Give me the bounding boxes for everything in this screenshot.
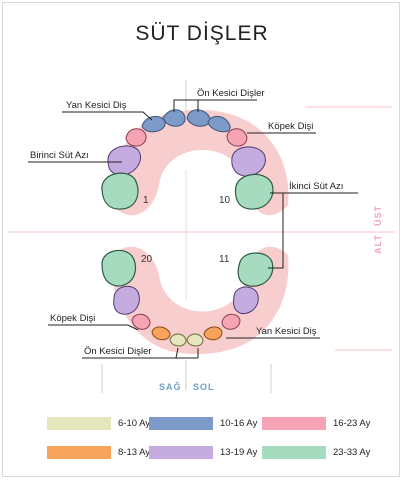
leader-ikinci-to-lower — [268, 193, 284, 269]
page-title: SÜT DİŞLER — [135, 22, 269, 45]
upper-first-molar-left — [231, 146, 266, 177]
upper-lateral-incisor-right — [141, 116, 166, 133]
label-birinci-sut-azi: Birinci Süt Azı — [30, 150, 89, 161]
upper-lateral-incisor-left — [207, 116, 231, 133]
quadrant-11: 11 — [219, 254, 230, 265]
leader-yan-kesici-upper — [62, 111, 153, 121]
label-yan-kesici-lower: Yan Kesici Diş — [256, 326, 317, 337]
legend-label-6: 23-33 Ay — [333, 447, 371, 458]
legend-swatch-3 — [262, 417, 326, 430]
lower-second-molar-left — [237, 252, 274, 287]
side-upper: ÜST — [373, 205, 383, 226]
lower-central-incisor-left — [186, 333, 204, 347]
legend-swatch-6 — [262, 446, 326, 459]
side-right: SAĞ — [159, 381, 182, 392]
legend-swatch-5 — [149, 446, 213, 459]
legend-swatch-4 — [47, 446, 111, 459]
label-on-kesici-upper: Ön Kesici Dişler — [197, 88, 265, 99]
legend-label-3: 16-23 Ay — [333, 418, 371, 429]
legend-label-4: 8-13 Ay — [118, 447, 151, 458]
lower-first-molar-left — [233, 286, 259, 315]
label-kopek-upper: Köpek Dişi — [268, 121, 313, 132]
leader-on-kesici-upper — [173, 99, 257, 112]
side-left: SOL — [193, 382, 215, 392]
upper-second-molar-left — [234, 173, 274, 210]
label-ikinci-sut-azi: İkinci Süt Azı — [289, 181, 343, 192]
upper-second-molar-right — [101, 172, 139, 210]
side-lower: ALT — [373, 234, 383, 254]
quadrant-1: 1 — [143, 195, 149, 206]
lower-second-molar-right — [101, 249, 137, 287]
legend-label-5: 13-19 Ay — [220, 447, 258, 458]
quadrant-20: 20 — [141, 254, 153, 265]
lower-lateral-incisor-left — [203, 326, 223, 341]
upper-central-incisor-right — [162, 109, 186, 127]
diagram-frame — [2, 2, 400, 477]
label-on-kesici-lower: Ön Kesici Dişler — [84, 346, 152, 357]
upper-central-incisor-left — [186, 109, 211, 127]
legend-swatch-1 — [47, 417, 111, 430]
legend-label-2: 10-16 Ay — [220, 418, 258, 429]
leader-kopek-lower — [48, 324, 139, 331]
label-kopek-lower: Köpek Dişi — [50, 313, 95, 324]
label-yan-kesici-upper: Yan Kesici Diş — [66, 100, 127, 111]
lower-central-incisor-right — [169, 333, 187, 347]
upper-canine-left — [226, 128, 248, 147]
lower-first-molar-right — [113, 285, 140, 315]
quadrant-10: 10 — [219, 195, 231, 206]
upper-first-molar-right — [107, 145, 142, 176]
lower-canine-right — [131, 313, 151, 330]
lower-lateral-incisor-right — [151, 326, 171, 341]
upper-canine-right — [125, 128, 147, 147]
legend-swatch-2 — [149, 417, 213, 430]
legend-label-1: 6-10 Ay — [118, 418, 151, 429]
lower-canine-left — [221, 313, 241, 330]
